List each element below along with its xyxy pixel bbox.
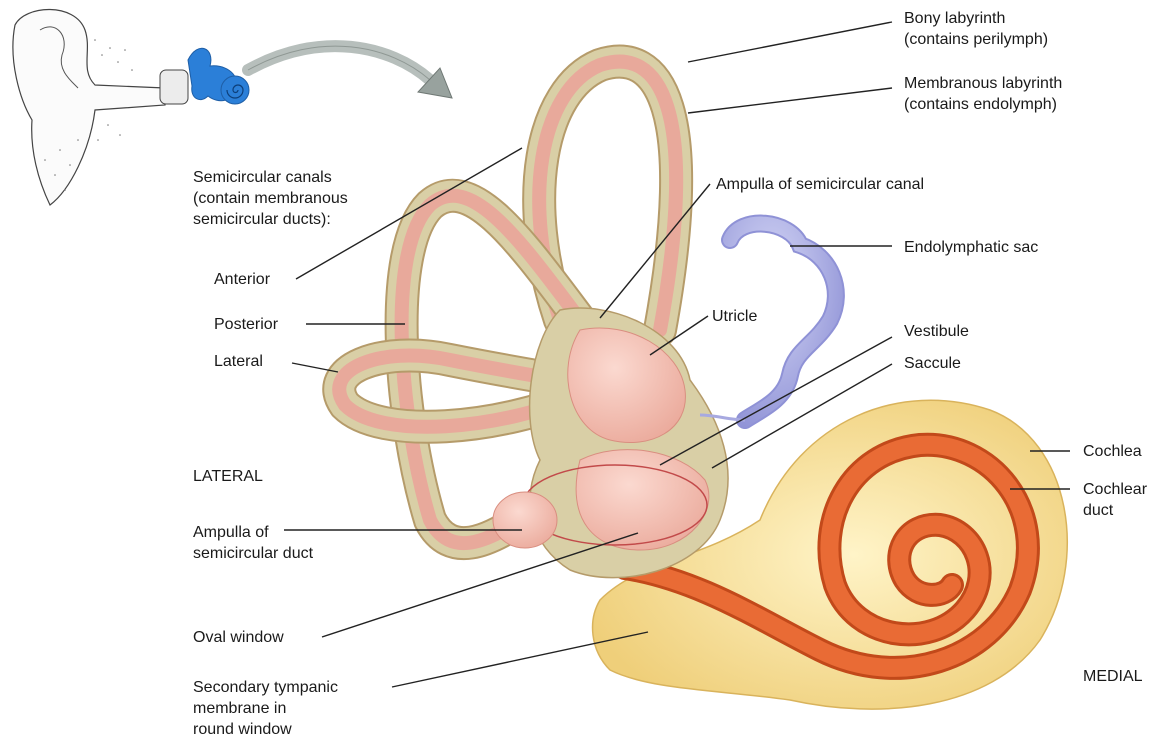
- label-lateral-orientation: LATERAL: [193, 466, 263, 487]
- leader-membranous-labyrinth: [688, 88, 892, 113]
- label-oval-window: Oval window: [193, 627, 284, 648]
- label-lateral: Lateral: [214, 351, 263, 372]
- vestibule: [493, 308, 728, 578]
- inset-arrow: [248, 46, 452, 98]
- label-ampulla-canal: Ampulla of semicircular canal: [716, 174, 924, 195]
- label-bony-labyrinth: Bony labyrinth (contains perilymph): [904, 8, 1048, 50]
- label-membranous-labyrinth: Membranous labyrinth (contains endolymph…: [904, 73, 1062, 115]
- label-cochlea: Cochlea: [1083, 441, 1142, 462]
- label-semicircular-canals: Semicircular canals (contain membranous …: [193, 167, 348, 230]
- label-medial-orientation: MEDIAL: [1083, 666, 1143, 687]
- label-secondary-tympanic: Secondary tympanic membrane in round win…: [193, 677, 338, 740]
- label-saccule: Saccule: [904, 353, 961, 374]
- label-posterior: Posterior: [214, 314, 278, 335]
- label-ampulla-duct: Ampulla of semicircular duct: [193, 522, 313, 564]
- label-vestibule: Vestibule: [904, 321, 969, 342]
- label-cochlear-duct: Cochlear duct: [1083, 479, 1147, 521]
- label-endolymphatic-sac: Endolymphatic sac: [904, 237, 1038, 258]
- leader-bony-labyrinth: [688, 22, 892, 62]
- label-anterior: Anterior: [214, 269, 270, 290]
- label-utricle: Utricle: [712, 306, 757, 327]
